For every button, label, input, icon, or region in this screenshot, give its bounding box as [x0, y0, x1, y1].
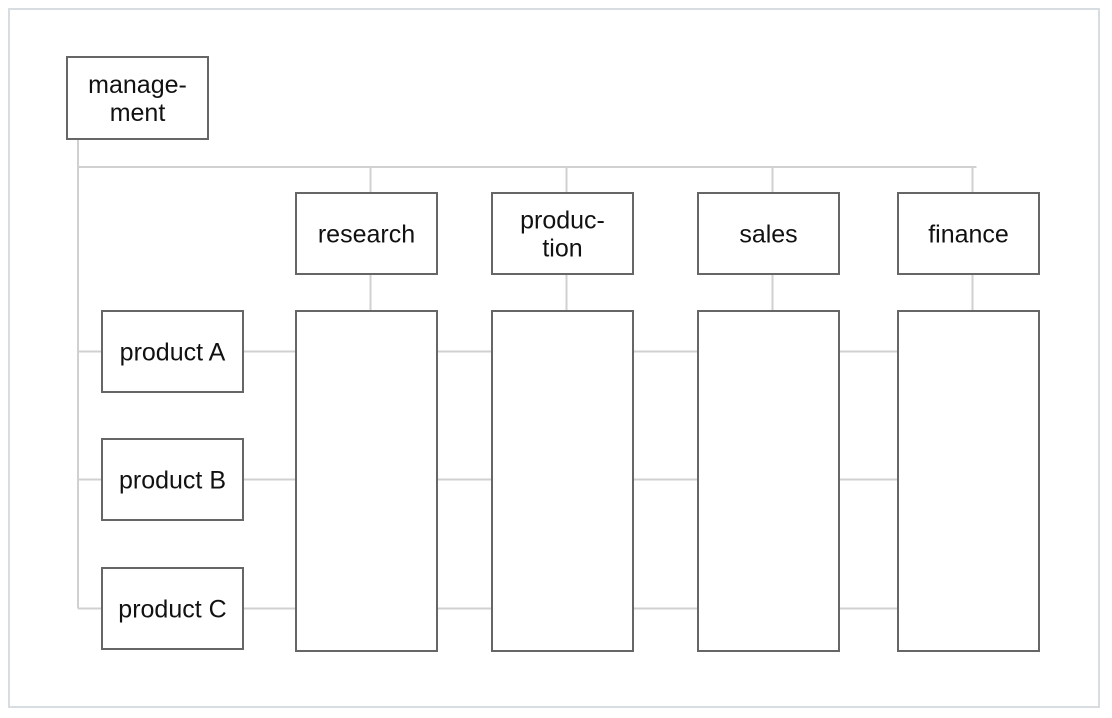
product-c-label: product C: [118, 596, 226, 624]
connector-lines: [77, 139, 977, 610]
department-sales-label: sales: [739, 221, 797, 249]
management-box-label: ment: [110, 99, 166, 127]
management-box: manage-ment: [66, 56, 209, 140]
diagram-nodes: manage-ment research produc-tion sales finan…: [66, 56, 1040, 652]
product-a: product A: [101, 310, 244, 393]
product-b-box: [101, 438, 244, 521]
department-research: research: [295, 192, 438, 275]
product-a-box: [101, 310, 244, 393]
department-finance: finance: [897, 192, 1040, 275]
product-c: product C: [101, 567, 244, 650]
department-column-research-box: [295, 310, 438, 652]
department-research-box: [295, 192, 438, 275]
department-sales: sales: [697, 192, 840, 275]
department-column-sales-box: [697, 310, 840, 652]
department-sales-box: [697, 192, 840, 275]
management-box-label: manage-: [88, 71, 187, 99]
department-production: produc-tion: [491, 192, 634, 275]
department-research-label: research: [318, 221, 415, 249]
product-b: product B: [101, 438, 244, 521]
product-a-label: product A: [120, 339, 226, 367]
management-box-box: [66, 56, 209, 140]
department-production-label: tion: [542, 235, 582, 263]
department-column-finance: [897, 310, 1040, 652]
department-column-research: [295, 310, 438, 652]
department-finance-box: [897, 192, 1040, 275]
department-column-sales: [697, 310, 840, 652]
product-b-label: product B: [119, 467, 226, 495]
department-column-production-box: [491, 310, 634, 652]
department-production-label: produc-: [520, 207, 605, 235]
department-production-box: [491, 192, 634, 275]
product-c-box: [101, 567, 244, 650]
department-finance-label: finance: [928, 221, 1009, 249]
department-column-production: [491, 310, 634, 652]
department-column-finance-box: [897, 310, 1040, 652]
